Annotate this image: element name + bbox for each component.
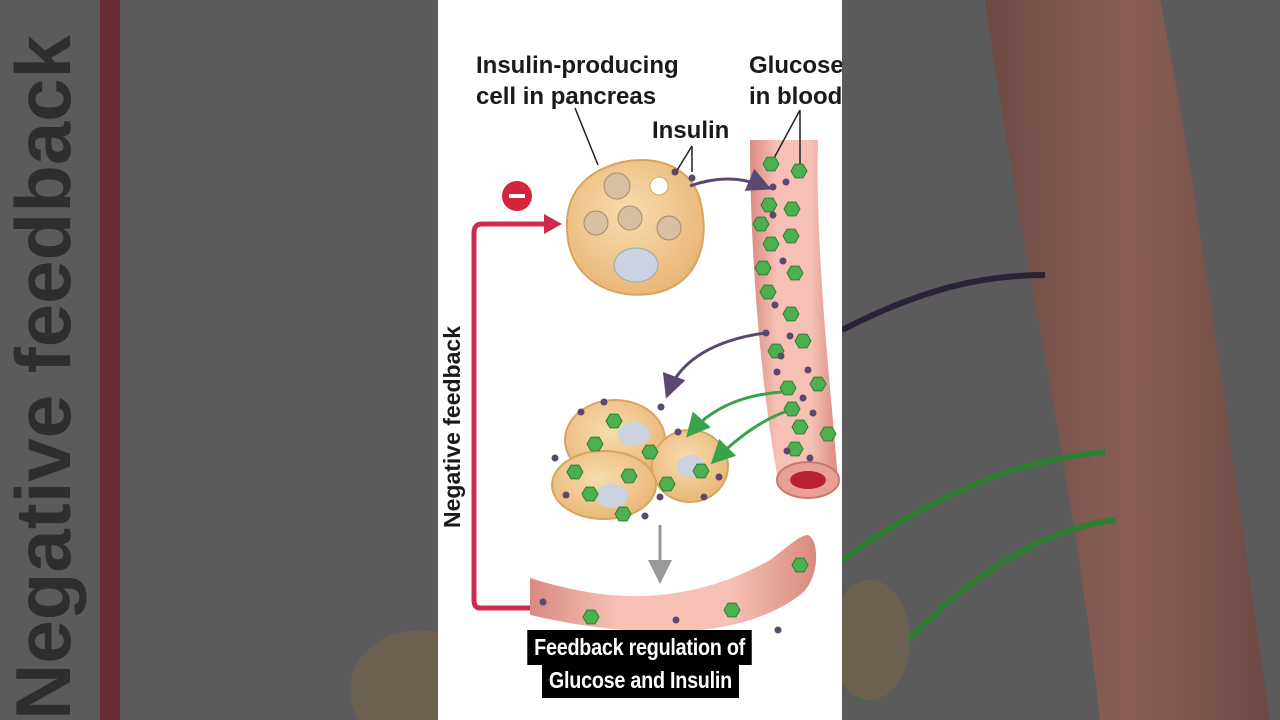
insulin-molecule (779, 257, 787, 265)
blood-vessel-lower (530, 535, 817, 632)
insulin-to-cells-arrow (662, 331, 766, 399)
insulin-molecule (641, 512, 649, 520)
insulin-molecule (562, 491, 570, 499)
insulin-molecule (671, 168, 679, 176)
insulin-molecule (762, 329, 770, 337)
glucose-molecule (791, 557, 809, 573)
insulin-molecule (539, 598, 547, 606)
insulin-molecule (786, 332, 794, 340)
insulin-molecule (577, 408, 585, 416)
glucose-molecule (620, 468, 638, 484)
glucose-molecule (582, 609, 600, 625)
insulin-molecule (773, 368, 781, 376)
glucose-molecule (641, 444, 659, 460)
glucose-molecule (779, 380, 797, 396)
glucose-molecule (791, 419, 809, 435)
glucose-molecule (790, 163, 808, 179)
glucose-uptake-arrow-2 (710, 408, 791, 465)
insulin-molecule (672, 616, 680, 624)
glucose-molecule (754, 260, 772, 276)
negative-feedback-arrow (471, 221, 548, 611)
insulin-molecule (782, 178, 790, 186)
insulin-molecule (806, 454, 814, 462)
insulin-molecule (774, 626, 782, 634)
glucose-label-line2: in blood (749, 83, 842, 110)
diagram: Insulin-producing cell in pancreas Gluco… (439, 52, 844, 634)
glucose-molecule (762, 236, 780, 252)
insulin-molecules (539, 168, 817, 634)
insulin-molecule (600, 398, 608, 406)
caption-line-1: Feedback regulation of (527, 630, 753, 665)
glucose-molecule (658, 476, 676, 492)
insulin-molecule (783, 447, 791, 455)
insulin-molecule (674, 428, 682, 436)
glucose-molecule (794, 333, 812, 349)
glucose-molecule (614, 506, 632, 522)
glucose-molecule (566, 464, 584, 480)
glucose-molecule (723, 602, 741, 618)
insulin-molecule (715, 473, 723, 481)
glucose-molecule (782, 306, 800, 322)
glucose-molecule (786, 265, 804, 281)
insulin-molecule (769, 183, 777, 191)
caption-line-2: Glucose and Insulin (541, 663, 739, 698)
insulin-molecule (769, 211, 777, 219)
background-side-text: Negative feedback (0, 34, 87, 720)
negative-feedback-label: Negative feedback (439, 326, 465, 528)
background-right-panel (830, 0, 1280, 720)
glucose-molecule (581, 486, 599, 502)
insulin-molecule (804, 366, 812, 374)
insulin-molecule (551, 454, 559, 462)
insulin-cell-label-line1: Insulin-producing (476, 52, 679, 79)
insulin-molecule (771, 301, 779, 309)
glucose-molecule (819, 426, 837, 442)
glucose-molecule (809, 376, 827, 392)
glucose-uptake-arrow-1 (686, 390, 783, 438)
insulin-molecule (656, 493, 664, 501)
glucose-molecule (762, 156, 780, 172)
insulin-molecule (809, 409, 817, 417)
glucose-molecule (760, 197, 778, 213)
insulin-molecule (700, 493, 708, 501)
insulin-release-arrow (689, 168, 772, 191)
insulin-molecule (657, 403, 665, 411)
glucose-molecule (783, 201, 801, 217)
background-left-panel: Negative feedback (0, 0, 490, 720)
glucose-molecule (752, 216, 770, 232)
insulin-molecule (777, 352, 785, 360)
insulin-molecule (799, 394, 807, 402)
glucose-molecule (783, 401, 801, 417)
glucose-molecule (692, 463, 710, 479)
glucose-molecule (759, 284, 777, 300)
glucose-molecule (782, 228, 800, 244)
glucose-label-line1: Glucose (749, 52, 844, 79)
glucose-molecule (605, 413, 623, 429)
insulin-label: Insulin (652, 117, 729, 144)
caption: Feedback regulation of Glucose and Insul… (0, 630, 1280, 698)
insulin-producing-cell (566, 159, 705, 296)
glucose-molecule (586, 436, 604, 452)
insulin-cell-label-line2: cell in pancreas (476, 83, 656, 110)
insulin-molecule (688, 174, 696, 182)
